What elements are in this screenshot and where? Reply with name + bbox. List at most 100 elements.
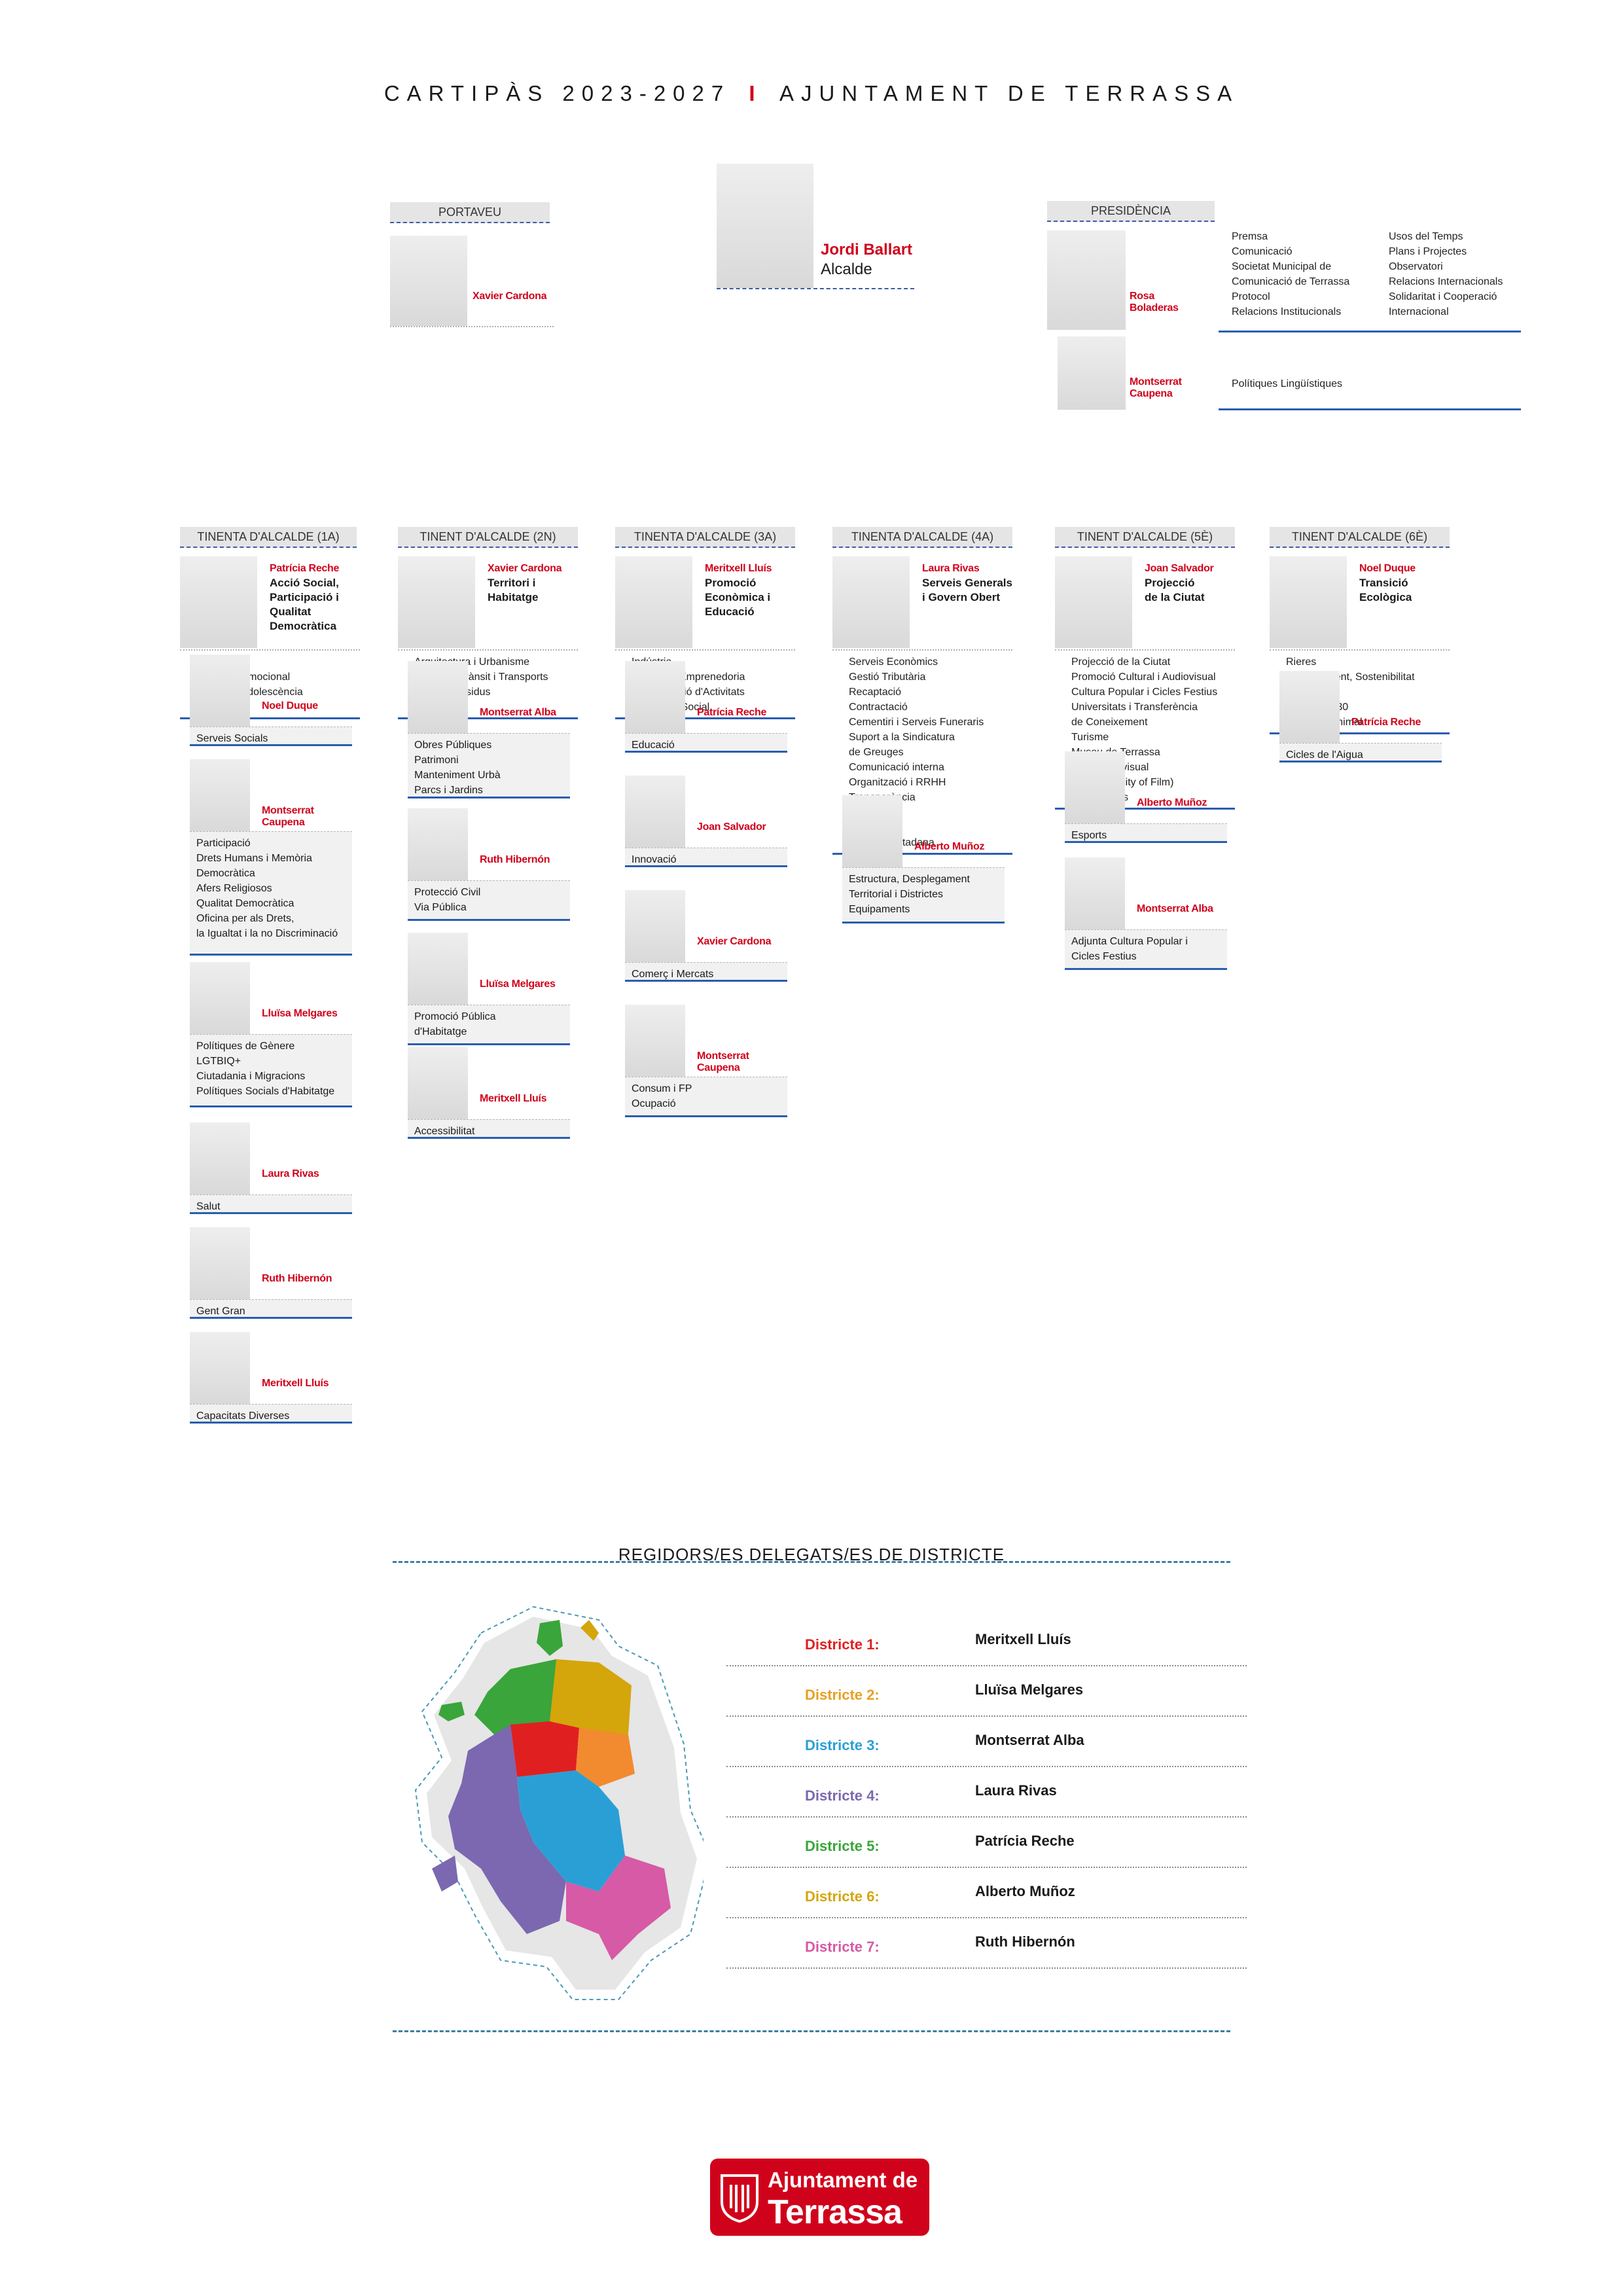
montserrat-desc: Polítiques Lingüístiques bbox=[1232, 378, 1342, 389]
district-1-shape bbox=[510, 1721, 579, 1777]
tinent-head-name-2: Xavier Cardona bbox=[488, 563, 562, 574]
member-name: Xavier Cardona bbox=[697, 936, 772, 947]
member-name: Montserrat Caupena bbox=[262, 805, 314, 828]
district-label: Districte 2: bbox=[805, 1687, 880, 1703]
member-photo bbox=[625, 890, 685, 962]
member-desc: Comerç i Mercats bbox=[625, 962, 787, 982]
district-2-shape bbox=[576, 1728, 635, 1787]
member-photo bbox=[408, 933, 468, 1005]
portaveu-rule bbox=[390, 326, 554, 327]
district-4-exclave bbox=[432, 1856, 458, 1892]
tinent-head-rule-3 bbox=[615, 649, 795, 651]
member-name: Meritxell Lluís bbox=[480, 1093, 547, 1104]
district-row: Districte 5: Patrícia Reche bbox=[726, 1818, 1247, 1868]
tinent-head-name-1: Patrícia Reche bbox=[270, 563, 340, 574]
member-photo bbox=[190, 1227, 250, 1299]
tinent-label-5: TINENT D'ALCALDE (5È) bbox=[1055, 527, 1235, 548]
tinent-head-title-2: Territori i Habitatge bbox=[488, 577, 539, 603]
district-label: Districte 3: bbox=[805, 1737, 880, 1753]
district-councillor: Alberto Muñoz bbox=[975, 1883, 1075, 1899]
ajuntament-logo: Ajuntament de Terrassa bbox=[710, 2159, 929, 2236]
district-councillor: Patrícia Reche bbox=[975, 1833, 1075, 1849]
district-label: Districte 6: bbox=[805, 1888, 880, 1905]
rosa-photo bbox=[1047, 230, 1126, 330]
member-desc: Polítiques de Gènere LGTBIQ+ Ciutadania … bbox=[190, 1034, 352, 1107]
member-name: Montserrat Alba bbox=[1137, 903, 1213, 914]
presidencia-desc-col1: Premsa Comunicació Societat Municipal de… bbox=[1232, 231, 1350, 317]
member-photo bbox=[190, 1332, 250, 1404]
district-5-exclave-2 bbox=[438, 1702, 465, 1721]
district-6-shape bbox=[550, 1659, 632, 1734]
member-desc: Accessibilitat bbox=[408, 1119, 570, 1139]
member-desc: Adjunta Cultura Popular i Cicles Festius bbox=[1065, 929, 1227, 970]
portaveu-photo bbox=[390, 236, 467, 326]
member-name: Noel Duque bbox=[262, 700, 318, 711]
member-name: Lluïsa Melgares bbox=[480, 978, 556, 990]
district-map bbox=[414, 1605, 704, 2000]
tinent-label-4: TINENTA D'ALCALDE (4A) bbox=[832, 527, 1012, 548]
tinent-label-3: TINENTA D'ALCALDE (3A) bbox=[615, 527, 795, 548]
tinent-head-photo-2 bbox=[398, 556, 475, 648]
tinent-label-6: TINENT D'ALCALDE (6È) bbox=[1270, 527, 1450, 548]
member-name: Patrícia Reche bbox=[697, 707, 767, 718]
member-photo bbox=[190, 759, 250, 831]
district-councillor: Lluïsa Melgares bbox=[975, 1681, 1084, 1698]
tinent-head-photo-3 bbox=[615, 556, 692, 648]
presidencia-rule-2 bbox=[1219, 408, 1521, 410]
tinent-head-photo-5 bbox=[1055, 556, 1132, 648]
member-name: Laura Rivas bbox=[262, 1168, 319, 1179]
member-desc: Innovació bbox=[625, 848, 787, 867]
mayor-role: Alcalde bbox=[821, 260, 872, 278]
tinent-head-desc-5: Projecció de la Ciutat Promoció Cultural… bbox=[1071, 656, 1218, 803]
mayor-name: Jordi Ballart bbox=[821, 241, 913, 259]
tinent-head-photo-4 bbox=[832, 556, 910, 648]
district-label: Districte 5: bbox=[805, 1838, 880, 1854]
member-desc: Consum i FP Ocupació bbox=[625, 1077, 787, 1117]
member-desc: Participació Drets Humans i Memòria Demo… bbox=[190, 831, 352, 956]
member-desc: Cicles de l'Aigua bbox=[1279, 743, 1442, 762]
tinent-head-title-5: Projecció de la Ciutat bbox=[1145, 577, 1205, 603]
member-desc: Esports bbox=[1065, 823, 1227, 843]
tinent-head-photo-6 bbox=[1270, 556, 1347, 648]
tinent-head-title-3: Promoció Econòmica i Educació bbox=[705, 577, 771, 618]
tinent-head-rule-1 bbox=[180, 649, 360, 651]
member-name: Patrícia Reche bbox=[1351, 717, 1421, 728]
tinent-head-desc-rule-1 bbox=[180, 717, 360, 719]
district-row: Districte 3: Montserrat Alba bbox=[726, 1717, 1247, 1767]
member-desc: Gent Gran bbox=[190, 1299, 352, 1319]
district-councillor: Meritxell Lluís bbox=[975, 1631, 1071, 1647]
rosa-name: Rosa Boladeras bbox=[1130, 291, 1179, 314]
member-photo bbox=[190, 655, 250, 726]
tinent-head-desc-rule-4 bbox=[832, 853, 1012, 855]
district-label: Districte 7: bbox=[805, 1939, 880, 1955]
member-photo bbox=[625, 776, 685, 848]
portaveu-name: Xavier Cardona bbox=[473, 291, 547, 302]
member-name: Lluïsa Melgares bbox=[262, 1008, 338, 1019]
tinent-head-title-6: Transició Ecològica bbox=[1359, 577, 1412, 603]
presidencia-label: PRESIDÈNCIA bbox=[1047, 201, 1215, 222]
district-label: Districte 4: bbox=[805, 1787, 880, 1804]
presidencia-desc-col2: Usos del Temps Plans i Projectes Observa… bbox=[1389, 231, 1503, 317]
member-name: Alberto Muñoz bbox=[914, 841, 985, 852]
shield-icon bbox=[721, 2174, 758, 2223]
member-name: Montserrat Alba bbox=[480, 707, 556, 718]
member-name: Montserrat Caupena bbox=[697, 1050, 749, 1073]
district-7-shape bbox=[566, 1856, 671, 1960]
tinent-head-photo-1 bbox=[180, 556, 257, 648]
districts-top-rule bbox=[393, 1561, 1230, 1563]
portaveu-label: PORTAVEU bbox=[390, 202, 550, 223]
member-desc: Protecció Civil Via Pública bbox=[408, 880, 570, 921]
district-5-exclave bbox=[537, 1620, 563, 1656]
member-name: Ruth Hibernón bbox=[480, 854, 550, 865]
member-photo bbox=[625, 661, 685, 733]
montserrat-photo bbox=[1058, 336, 1126, 410]
member-photo bbox=[408, 661, 468, 733]
district-row: Districte 7: Ruth Hibernón bbox=[726, 1919, 1247, 1969]
tinent-head-desc-rule-6 bbox=[1270, 732, 1450, 734]
tinent-head-title-4: Serveis Generals i Govern Obert bbox=[922, 577, 1012, 603]
district-row: Districte 1: Meritxell Lluís bbox=[726, 1617, 1247, 1666]
member-desc: Capacitats Diverses bbox=[190, 1404, 352, 1424]
member-name: Joan Salvador bbox=[697, 821, 766, 833]
district-councillor: Ruth Hibernón bbox=[975, 1933, 1075, 1950]
tinent-head-name-5: Joan Salvador bbox=[1145, 563, 1214, 574]
